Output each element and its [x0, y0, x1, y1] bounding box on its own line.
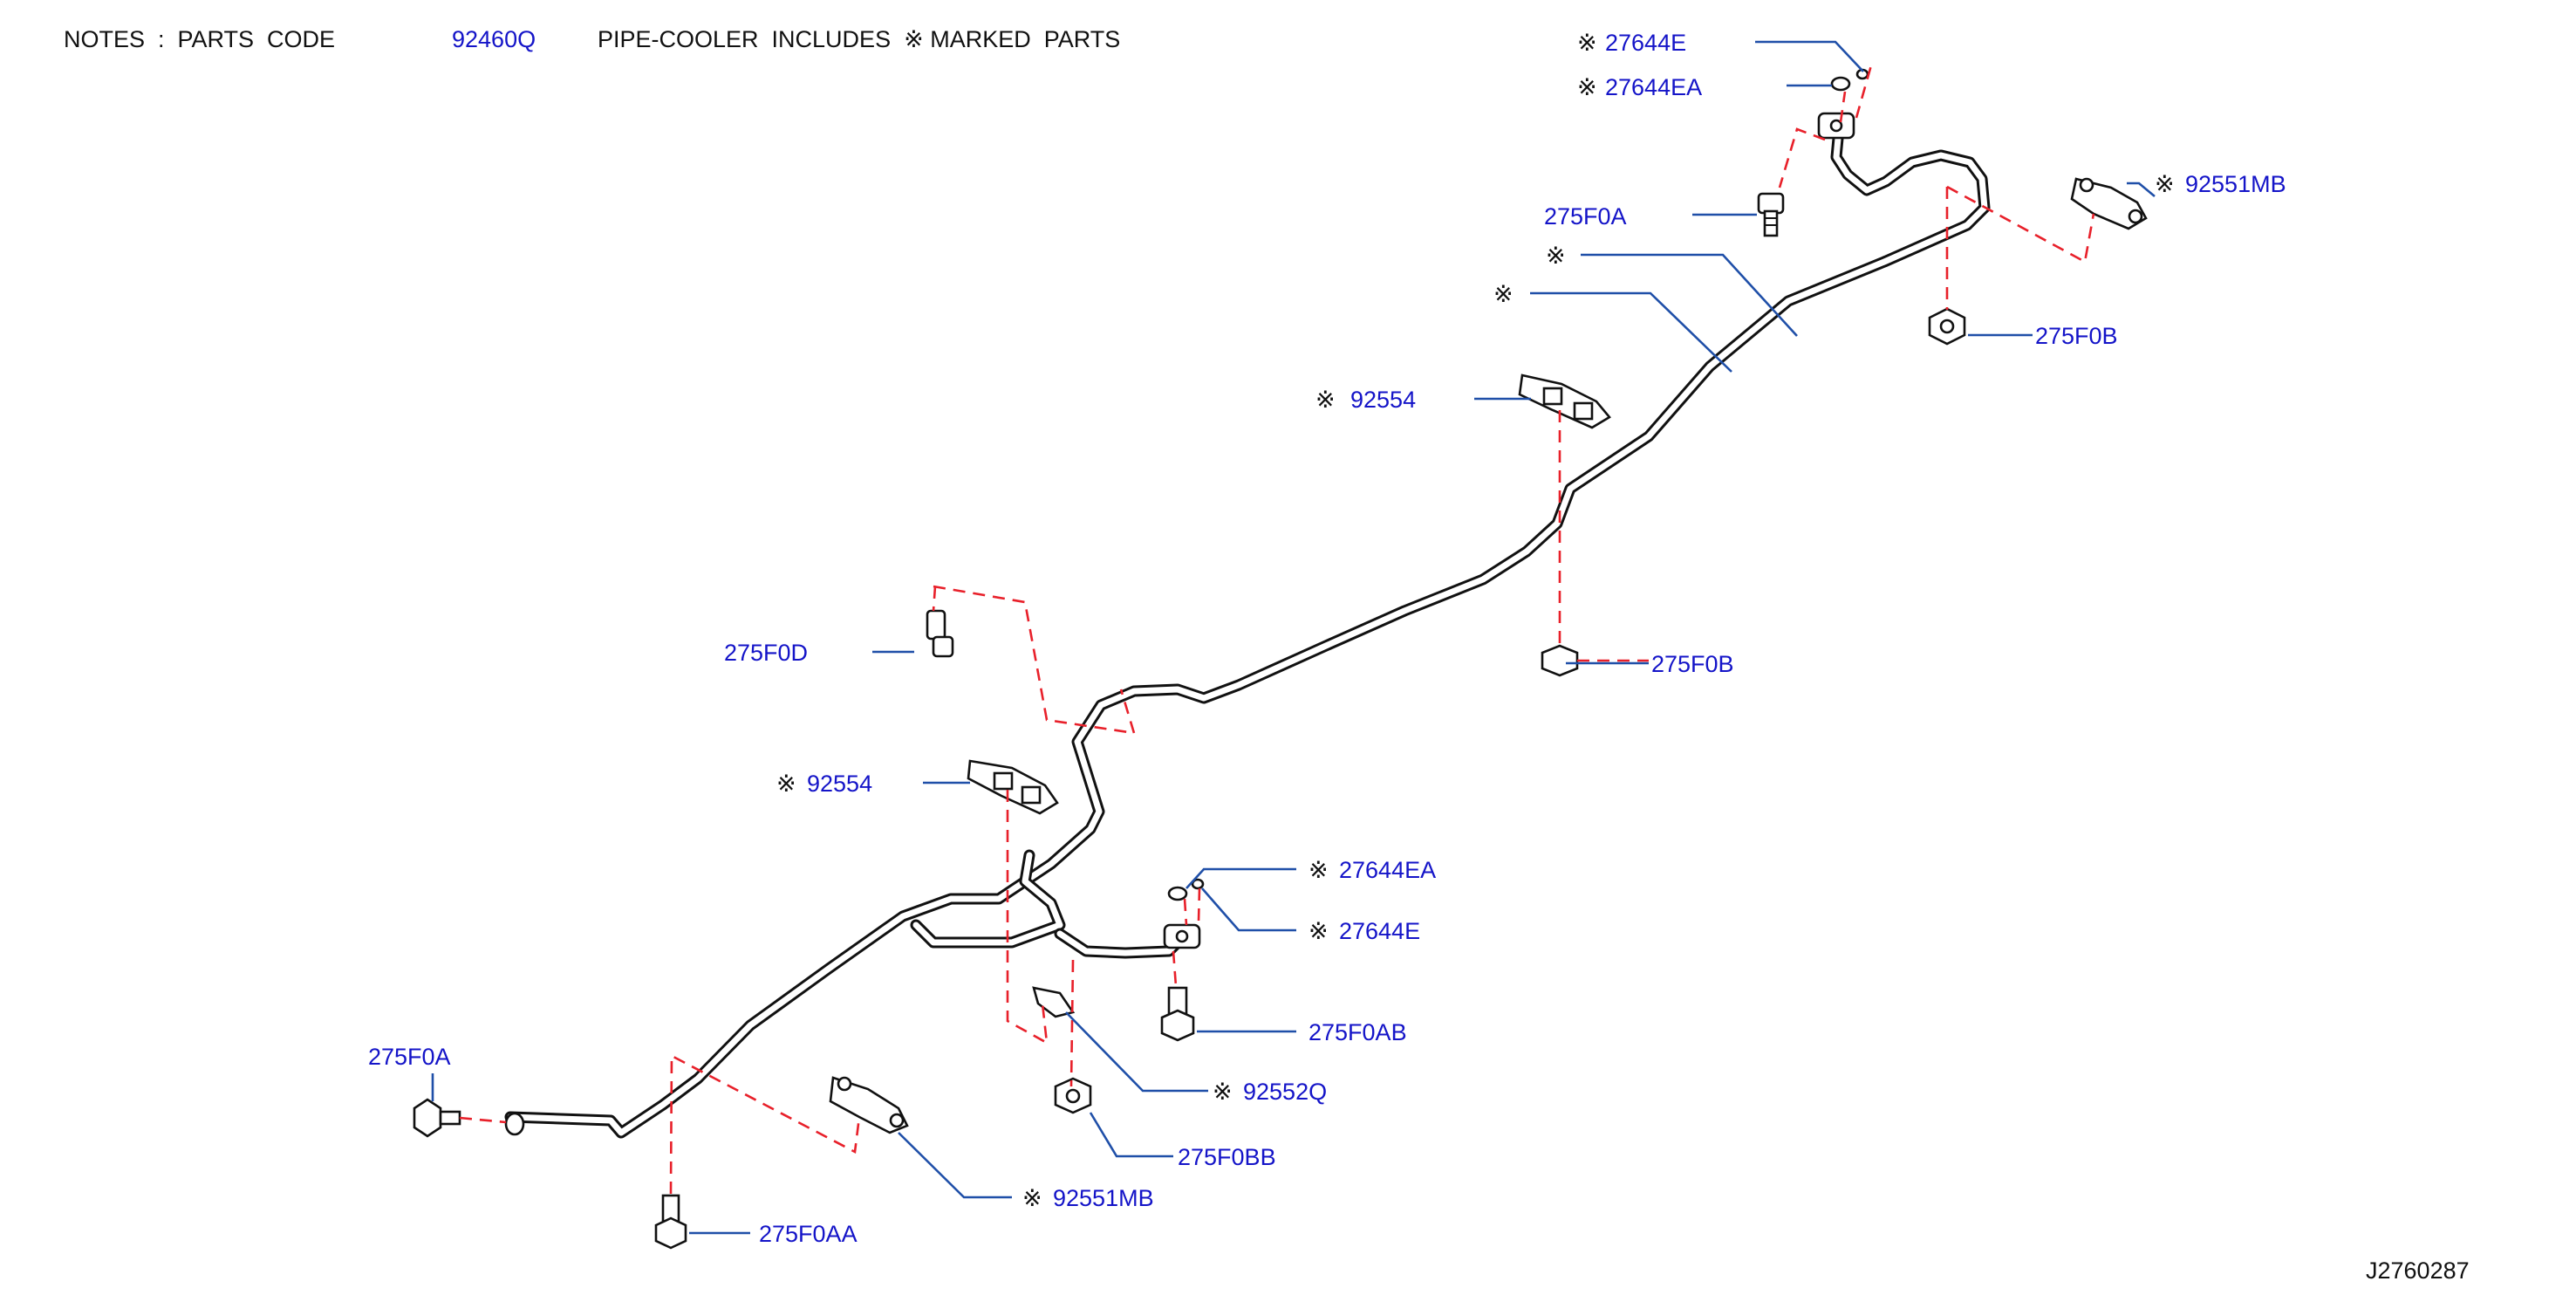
- stud-275F0D: [926, 609, 954, 658]
- nut-275F0B-right: [1928, 307, 1966, 346]
- label-275F0A-left[interactable]: 275F0A: [368, 1044, 451, 1070]
- notes-prefix: NOTES : PARTS CODE: [64, 26, 335, 52]
- label-275F0B-right[interactable]: 275F0B: [2035, 323, 2118, 349]
- clip-92551MB-bottom: [829, 1076, 909, 1134]
- mark-92551MB-bottom: ※: [1022, 1185, 1042, 1211]
- label-275F0D[interactable]: 275F0D: [724, 640, 808, 666]
- label-275F0A-top[interactable]: 275F0A: [1544, 203, 1627, 230]
- label-92554-lower[interactable]: 92554: [807, 771, 872, 797]
- o-ring-27644E-bottom: [1191, 878, 1205, 890]
- figure-id: J2760287: [2366, 1257, 2470, 1284]
- pipe-end-fitting-top: [1817, 112, 1855, 140]
- clamp-92554-lower: [967, 759, 1059, 815]
- mark-27644EA-bottom: ※: [1308, 857, 1329, 883]
- mark-92551MB-top: ※: [2155, 171, 2175, 197]
- mark-92552Q: ※: [1213, 1079, 1233, 1105]
- mark-92554-upper: ※: [1315, 387, 1336, 413]
- clip-92552Q: [1032, 986, 1076, 1018]
- label-92554-upper[interactable]: 92554: [1350, 387, 1416, 413]
- nut-275F0BB: [1054, 1077, 1092, 1114]
- leader-lines: [431, 40, 2156, 1235]
- part-labels: ※ 27644E ※ 27644EA ※ 92551MB 275F0A ※ ※ …: [368, 30, 2286, 1247]
- notes-parts-code[interactable]: 92460Q: [452, 26, 536, 52]
- cooler-pipe: [504, 118, 1991, 1139]
- notes-text: PIPE-COOLER INCLUDES ※ MARKED PARTS: [598, 26, 1120, 52]
- clip-92551MB-top: [2070, 177, 2148, 230]
- mark-27644E-top: ※: [1577, 30, 1597, 56]
- label-92551MB-bottom[interactable]: 92551MB: [1053, 1185, 1154, 1211]
- label-275F0AA[interactable]: 275F0AA: [759, 1221, 858, 1247]
- bolt-275F0A-top: [1757, 192, 1785, 237]
- mark-pipe-upper: ※: [1546, 243, 1566, 269]
- mark-27644EA-top: ※: [1577, 74, 1597, 100]
- label-27644E-bottom[interactable]: 27644E: [1339, 918, 1420, 944]
- o-ring-27644EA-top: [1830, 76, 1851, 92]
- pipe-end-left: [504, 1112, 525, 1136]
- label-275F0AB[interactable]: 275F0AB: [1308, 1019, 1407, 1045]
- label-92551MB-top[interactable]: 92551MB: [2185, 171, 2286, 197]
- label-27644EA-bottom[interactable]: 27644EA: [1339, 857, 1436, 883]
- bolt-275F0AB: [1160, 986, 1195, 1042]
- mark-27644E-bottom: ※: [1308, 918, 1329, 944]
- pipe-end-fitting-bottom: [1163, 923, 1201, 949]
- nut-275F0B-mid: [1541, 644, 1579, 677]
- clamp-92554-upper: [1518, 373, 1611, 429]
- mark-pipe-lower: ※: [1493, 281, 1513, 307]
- label-27644EA-top[interactable]: 27644EA: [1605, 74, 1702, 100]
- bolt-275F0A-left: [413, 1098, 461, 1138]
- label-275F0BB[interactable]: 275F0BB: [1178, 1144, 1276, 1170]
- bolt-275F0AA: [654, 1194, 687, 1250]
- label-92552Q[interactable]: 92552Q: [1243, 1079, 1327, 1105]
- label-27644E-top[interactable]: 27644E: [1605, 30, 1686, 56]
- mark-92554-lower: ※: [776, 771, 796, 797]
- o-ring-27644EA-bottom: [1167, 886, 1188, 901]
- label-275F0B-mid[interactable]: 275F0B: [1651, 651, 1734, 677]
- assembly-dashed-lines: [459, 65, 2095, 1195]
